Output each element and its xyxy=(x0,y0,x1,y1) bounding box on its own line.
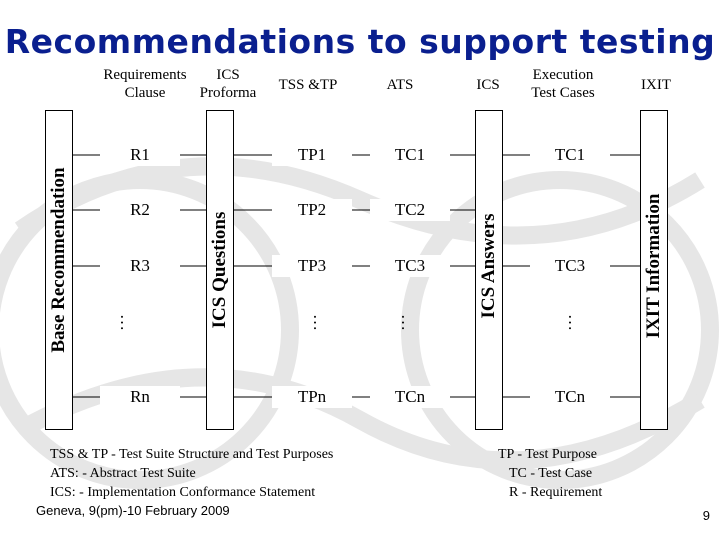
abstract-test-case-tc1: TC1 xyxy=(370,144,450,166)
ics-answers-column xyxy=(475,110,503,430)
test-purpose-tp2: TP2 xyxy=(272,199,352,221)
header-ixit: IXIT xyxy=(641,77,671,93)
legend-right: TP - Test Purpose TC - Test Case R - Req… xyxy=(498,445,602,502)
header-ats: ATS xyxy=(386,77,414,93)
header-requirements-clause: Requirements Clause xyxy=(95,66,195,102)
test-purpose-tpn: TPn xyxy=(272,386,352,408)
legend-right-item: TP - Test Purpose xyxy=(498,447,597,462)
header-requirements-line2: Clause xyxy=(124,85,166,101)
header-execution-test-cases: Execution Test Cases xyxy=(515,66,611,102)
executed-test-case-tc3: TC3 xyxy=(530,255,610,277)
ixit-information-column xyxy=(640,110,668,430)
ellipsis-requirements: … xyxy=(108,314,127,331)
header-requirements-line1: Requirements xyxy=(103,67,187,83)
header-ics-proforma-line2: Proforma xyxy=(199,85,257,101)
base-recommendation-label: Base Recommendation xyxy=(48,167,69,353)
abstract-test-case-tc2: TC2 xyxy=(370,199,450,221)
executed-test-case-tcn: TCn xyxy=(530,386,610,408)
footer-location-date: Geneva, 9(pm)-10 February 2009 xyxy=(36,503,230,518)
header-ics: ICS xyxy=(476,77,500,93)
header-execution-line1: Execution xyxy=(532,67,594,83)
header-tss-tp: TSS &TP xyxy=(278,77,338,93)
ellipsis-test-purposes: … xyxy=(301,314,320,331)
legend-left-item: ATS: - Abstract Test Suite xyxy=(50,466,196,481)
ixit-information-label: IXIT Information xyxy=(643,193,664,339)
base-recommendation-column xyxy=(45,110,73,430)
legend-left-item: TSS & TP - Test Suite Structure and Test… xyxy=(50,447,334,462)
legend-left: TSS & TP - Test Suite Structure and Test… xyxy=(50,445,333,502)
executed-test-case-tc1: TC1 xyxy=(530,144,610,166)
requirement-r1: R1 xyxy=(100,144,180,166)
header-execution-line2: Test Cases xyxy=(531,85,595,101)
abstract-test-case-tcn: TCn xyxy=(370,386,450,408)
page-number: 9 xyxy=(702,508,710,523)
ics-questions-column xyxy=(206,110,234,430)
abstract-test-case-tc3: TC3 xyxy=(370,255,450,277)
header-ics-proforma-line1: ICS xyxy=(216,67,240,83)
legend-left-item: ICS: - Implementation Conformance Statem… xyxy=(50,485,316,500)
ics-questions-label: ICS Questions xyxy=(209,211,230,329)
ellipsis-abstract-test-cases: … xyxy=(389,314,408,331)
requirement-r2: R2 xyxy=(100,199,180,221)
page-title: Recommendations to support testing xyxy=(4,22,716,61)
test-purpose-tp3: TP3 xyxy=(272,255,352,277)
ellipsis-executed-test-cases: … xyxy=(556,314,575,331)
header-ics-proforma: ICS Proforma xyxy=(190,66,266,102)
requirement-rn: Rn xyxy=(100,386,180,408)
requirement-r3: R3 xyxy=(100,255,180,277)
ics-answers-label: ICS Answers xyxy=(478,213,499,319)
legend-right-item: TC - Test Case xyxy=(509,466,593,481)
legend-right-item: R - Requirement xyxy=(509,485,603,500)
test-purpose-tp1: TP1 xyxy=(272,144,352,166)
